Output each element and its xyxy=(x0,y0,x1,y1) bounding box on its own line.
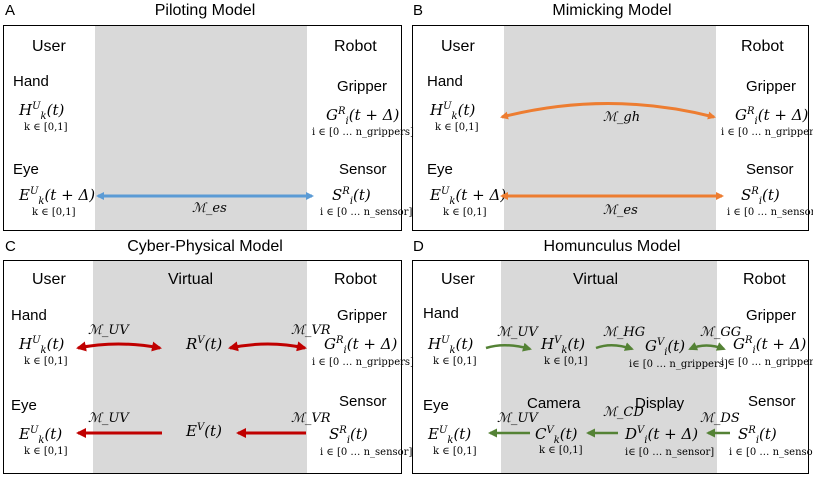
panel-c-m-vr-2-label: ℳ_VR xyxy=(291,411,331,426)
panel-c-virtual: Virtual xyxy=(168,271,214,288)
panel-a-hand-var: HUk(t) xyxy=(19,101,65,122)
panel-b-sensor-cond: i ∈ [0 … n_sensor] xyxy=(727,207,813,218)
panel-a-hand: Hand xyxy=(13,73,49,90)
panel-d-hand: Hand xyxy=(423,305,459,322)
panel-b-eye: Eye xyxy=(427,161,453,178)
panel-d-hv-cond: k ∈ [0,1] xyxy=(544,356,588,367)
panel-c-hand: Hand xyxy=(11,307,47,324)
panel-c-m-uv-1-label: ℳ_UV xyxy=(88,323,129,338)
panel-a-sensor-cond: i ∈ [0 … n_sensor] xyxy=(320,207,413,218)
panel-d-m-cd-label: ℳ_CD xyxy=(603,405,644,420)
panel-b-gripper: Gripper xyxy=(746,78,797,95)
panel-d-hand-var: HUk(t) xyxy=(428,335,474,356)
panel-d-title: Homunculus Model xyxy=(543,238,681,255)
panel-a-eye: Eye xyxy=(13,161,39,178)
panel-c-eye-cond: k ∈ [0,1] xyxy=(24,446,68,457)
panel-b-eye-var: EUk(t + Δ) xyxy=(430,186,507,207)
panel-c-shade xyxy=(93,261,307,473)
panel-c-gripper: Gripper xyxy=(337,307,388,324)
panel-b-title: Mimicking Model xyxy=(552,2,672,19)
panel-d-gv-var: GVi(t) xyxy=(645,337,686,358)
panel-c-sensor-var: SRi(t) xyxy=(329,425,368,446)
panel-b-hand-var: HUk(t) xyxy=(430,101,476,122)
panel-a-user: User xyxy=(32,38,66,55)
panel-a-title: Piloting Model xyxy=(154,2,256,19)
panel-b-shade xyxy=(504,26,716,230)
panel-b-letter: B xyxy=(413,2,424,19)
panel-d-hv-var: HVk(t) xyxy=(541,335,586,356)
panel-a-eye-var: EUk(t + Δ) xyxy=(19,186,96,207)
panel-c-user: User xyxy=(32,271,66,288)
panel-c-eye: Eye xyxy=(11,397,37,414)
panel-a-hand-cond: k ∈ [0,1] xyxy=(24,122,68,133)
panel-a-sensor: Sensor xyxy=(339,161,387,178)
panel-b-m-gh-label: ℳ_gh xyxy=(603,110,641,125)
panel-d-user: User xyxy=(441,271,475,288)
panel-c-hand-cond: k ∈ [0,1] xyxy=(24,356,68,367)
panel-b-hand-cond: k ∈ [0,1] xyxy=(435,122,479,133)
panel-a-shade xyxy=(95,26,307,230)
panel-a-box: User Robot Hand Gripper Eye Sensor HUk(t… xyxy=(3,25,414,231)
panel-d-letter: D xyxy=(413,238,424,255)
panel-c-eye-var: HEUk(t) xyxy=(19,425,63,446)
panel-c-rv-var: RV(t) xyxy=(186,335,223,353)
panel-c-box: User Virtual Robot Hand Gripper Eye Sens… xyxy=(3,260,414,474)
panel-b-hand: Hand xyxy=(427,73,463,90)
panel-b-user: User xyxy=(441,38,475,55)
panel-d-gripper-cond: i ∈ [0 … n_grippers] xyxy=(721,357,813,368)
panel-a-letter: A xyxy=(5,2,16,19)
panel-b-sensor: Sensor xyxy=(746,161,794,178)
panel-d-robot: Robot xyxy=(743,271,786,288)
panel-a-sensor-var: SRi(t) xyxy=(332,186,371,207)
panel-c-hand-var: HUk(t) xyxy=(19,335,65,356)
panel-d-dv-cond: i∈ [0 … n_sensor] xyxy=(625,447,715,458)
panel-c-gripper-var: GRi(t + Δ) xyxy=(324,335,398,356)
panel-c-sensor: Sensor xyxy=(339,393,387,410)
panel-d-m-uv-2-label: ℳ_UV xyxy=(497,411,538,426)
panel-c-m-uv-2-label: ℳ_UV xyxy=(88,411,129,426)
panel-b-box: User Robot Hand Gripper Eye Sensor HUk(t… xyxy=(412,25,813,231)
panel-b-sensor-var: SRi(t) xyxy=(741,186,780,207)
panel-d-eye-cond: k ∈ [0,1] xyxy=(433,446,477,457)
panel-d-m-uv-1-label: ℳ_UV xyxy=(497,325,538,340)
panel-b-eye-cond: k ∈ [0,1] xyxy=(443,207,487,218)
panel-b-m-es-label: ℳ_es xyxy=(603,203,638,218)
panel-d-dv-var: DVi(t + Δ) xyxy=(625,425,699,446)
panel-c-letter: C xyxy=(5,238,16,255)
panel-d-hand-cond: k ∈ [0,1] xyxy=(433,356,477,367)
panel-d-m-ds-label: ℳ_DS xyxy=(700,411,740,426)
panel-a-gripper-cond: i ∈ [0 … n_grippers] xyxy=(312,127,414,138)
panel-d-camera: Camera xyxy=(527,395,581,412)
panel-d-gripper-var: GRi(t + Δ) xyxy=(733,335,807,356)
panel-d-gripper: Gripper xyxy=(746,307,797,324)
panel-d-sensor-cond: i ∈ [0 … n_sensor] xyxy=(729,447,813,458)
panel-d-cv-var: CVk(t) xyxy=(535,425,578,446)
panel-d-m-hg-label: ℳ_HG xyxy=(603,325,646,340)
panel-d-cv-cond: k ∈ [0,1] xyxy=(539,445,583,456)
panel-d-gv-cond: i∈ [0 … n_grippers] xyxy=(629,359,728,370)
panel-c-m-vr-1-label: ℳ_VR xyxy=(291,323,331,338)
panel-c-robot: Robot xyxy=(334,271,377,288)
panel-b-gripper-cond: i ∈ [0 … n_grippers] xyxy=(721,127,813,138)
panel-a-gripper: Gripper xyxy=(337,78,388,95)
panel-c-sensor-cond: i ∈ [0 … n_sensor] xyxy=(320,447,413,458)
panel-a-robot: Robot xyxy=(334,38,377,55)
panel-c-gripper-cond: i ∈ [0 … n_grippers] xyxy=(312,357,414,368)
panel-d-m-gg-label: ℳ_GG xyxy=(700,325,742,340)
panel-a-eye-cond: k ∈ [0,1] xyxy=(32,207,76,218)
panel-c-title: Cyber-Physical Model xyxy=(127,238,283,255)
panel-d-sensor-var: SRi(t) xyxy=(738,425,777,446)
panel-d-virtual: Virtual xyxy=(573,271,619,288)
panel-a-m-es-label: ℳ_es xyxy=(192,201,227,216)
panel-d-eye: Eye xyxy=(423,397,449,414)
panel-b-robot: Robot xyxy=(741,38,784,55)
panel-a-gripper-var: GRi(t + Δ) xyxy=(326,106,400,127)
panel-b-gripper-var: GRi(t + Δ) xyxy=(735,106,809,127)
panel-d-eye-var: EUk(t) xyxy=(428,425,472,446)
panel-d-sensor: Sensor xyxy=(748,393,796,410)
panel-c-ev-var: EV(t) xyxy=(186,422,222,440)
panel-d-box: User Virtual Robot Hand Gripper Eye Came… xyxy=(412,260,813,474)
panel-d-shade xyxy=(501,261,717,473)
panel-d-display: Display xyxy=(635,395,685,412)
